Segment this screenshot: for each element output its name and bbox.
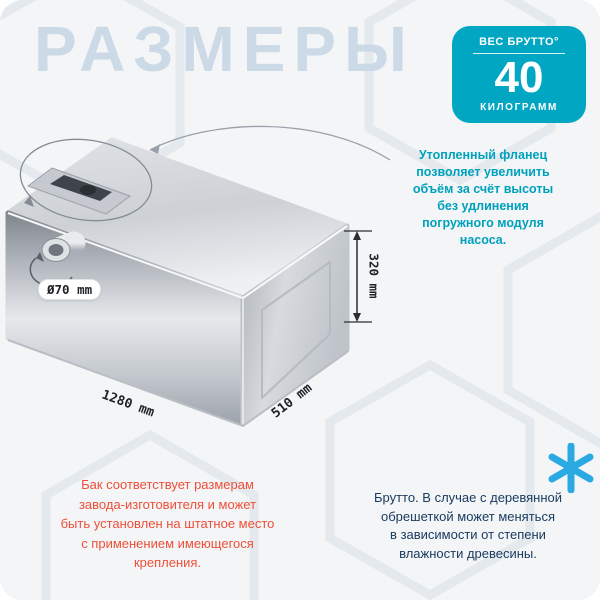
tank-fitment-note: Бак соответствует размерам завода-изгото… — [60, 477, 275, 570]
dimension-label-height: 320 mm — [366, 253, 382, 299]
rotation-arrowhead — [36, 252, 44, 262]
badge-unit: КИЛОГРАММ — [480, 101, 558, 113]
flange-callout-ellipse — [19, 138, 153, 222]
pipe-stub-bore — [48, 244, 64, 256]
flange-callout-arrowhead — [24, 196, 34, 207]
tank-end-panel-inset — [261, 261, 331, 399]
callout-connector-line — [149, 125, 391, 161]
tank-top-front-edge-highlight — [7, 212, 244, 299]
badge-divider — [473, 53, 565, 54]
badge-weight-value: 40 — [494, 53, 544, 102]
tank-bottom-edge-shade — [7, 339, 348, 428]
page-title: РАЗМЕРЫ — [34, 13, 415, 85]
height-dimension-arrow — [344, 230, 372, 323]
tank-top-right-edge-highlight — [242, 225, 348, 299]
badge-label: ВЕС БРУТТО° — [479, 36, 559, 48]
asterisk-icon — [548, 443, 594, 493]
dimension-label-diameter: Ø70 mm — [38, 279, 102, 300]
flange-callout-text: Утопленный фланец позволяет увеличить об… — [412, 148, 554, 247]
flange-hole — [80, 185, 96, 195]
gross-weight-badge: ВЕС БРУТТО° 40 КИЛОГРАММ — [452, 26, 586, 123]
gross-weight-footnote: Брутто. В случае с деревянной обрешеткой… — [373, 490, 563, 561]
callout-connector-arrowhead — [150, 144, 160, 154]
